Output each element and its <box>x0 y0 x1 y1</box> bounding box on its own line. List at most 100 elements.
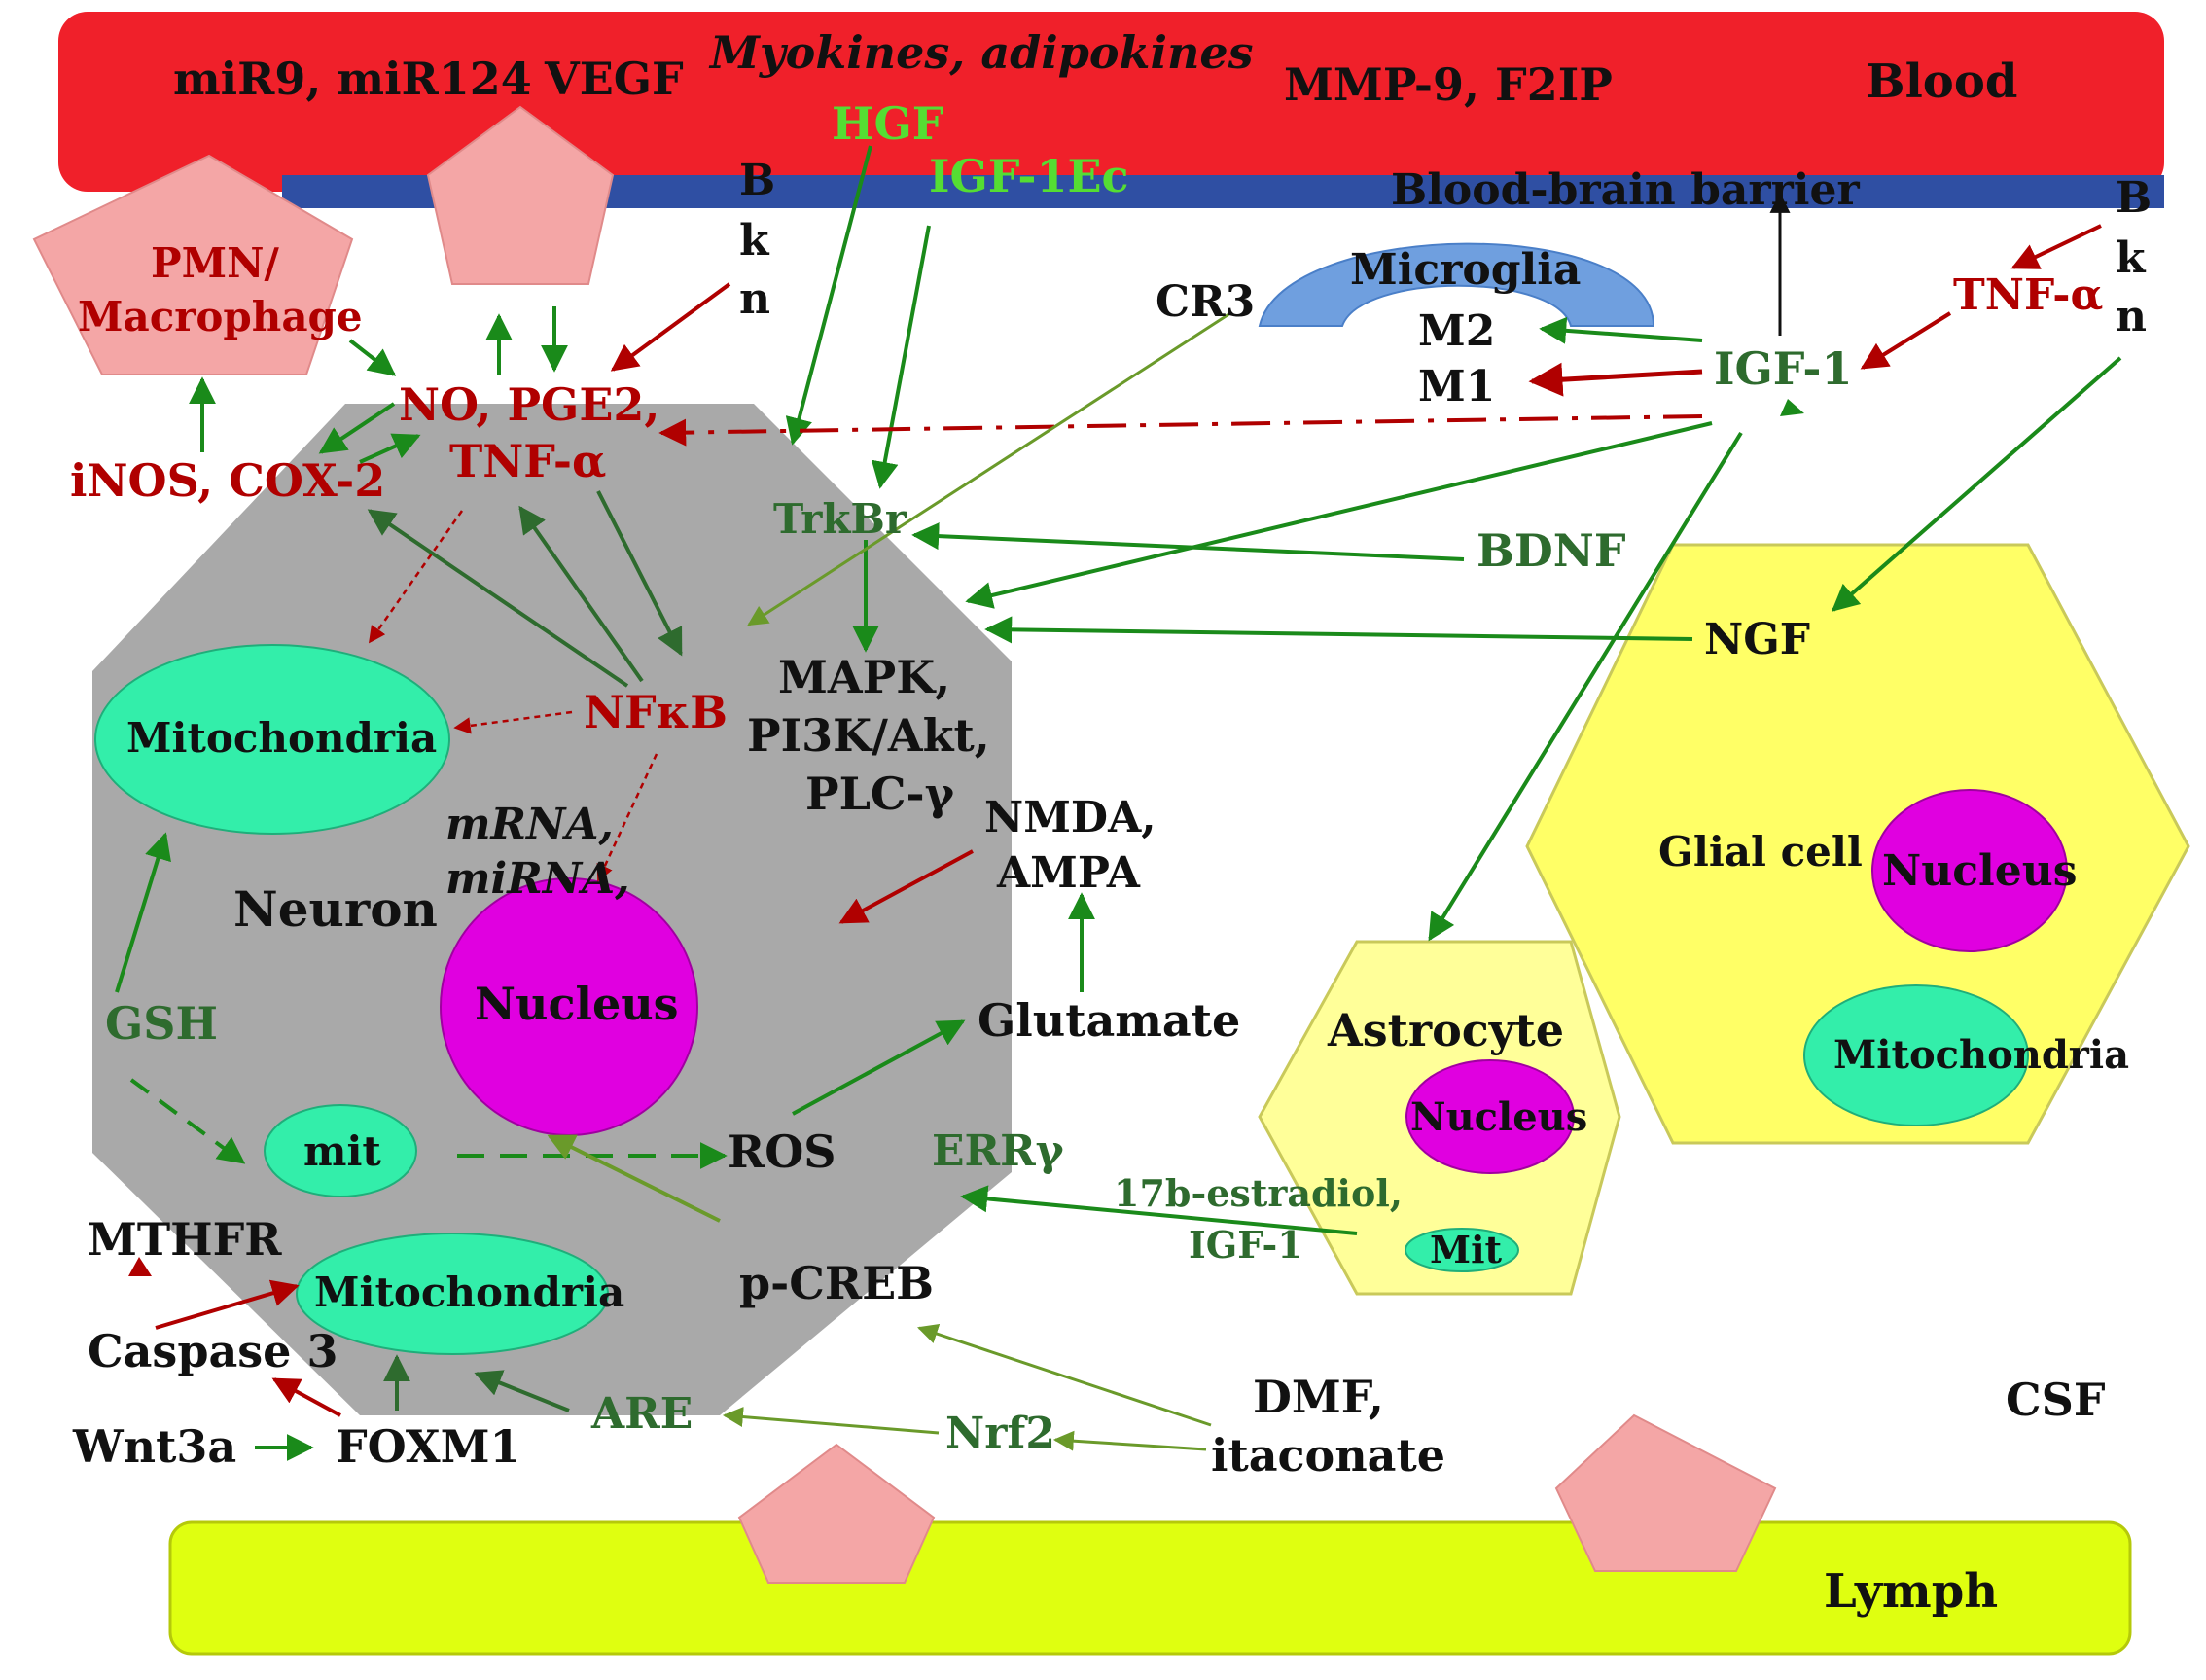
label-mapk: MAPK, <box>778 651 950 703</box>
label-neuron: Neuron <box>233 880 438 938</box>
arrow-hgf-trkbr <box>785 145 872 446</box>
label-mirna: miRNA, <box>445 854 630 904</box>
label-nucleus: Nucleus <box>475 978 679 1030</box>
arrow-igf1-astrocyte <box>1428 431 1743 942</box>
arrow-inos-no <box>359 433 421 464</box>
arrow-gsh-mito <box>115 832 171 993</box>
arrow-nfkb-tnf <box>518 505 644 683</box>
label-errg: ERRγ <box>932 1126 1065 1176</box>
arrows-layer <box>115 145 2122 1461</box>
label-foxm1: FOXM1 <box>336 1420 521 1473</box>
arrow-dmf-pcreb <box>917 1324 1212 1427</box>
arrow-bkn-no <box>610 282 731 372</box>
label-pcreb: p-CREB <box>739 1257 934 1309</box>
label-bdnf: BDNF <box>1477 524 1626 577</box>
arrow-gsh-mit <box>129 1078 246 1164</box>
label-mthfr: MTHFR <box>88 1213 282 1266</box>
label-macrophage: Macrophage <box>78 293 363 340</box>
arrow-igf1-m2 <box>1539 316 1703 344</box>
label-bbb: Blood-brain barrier <box>1391 165 1860 215</box>
glial-nucleus <box>1871 789 2068 952</box>
label-glutamate: Glutamate <box>978 994 1240 1047</box>
glial-cell <box>1525 543 2190 1145</box>
label-trkbr: TrkBr <box>773 495 907 543</box>
label-blood: Blood <box>1866 54 2017 109</box>
arrow-tnf-igf1 <box>1860 311 1952 370</box>
label-nmda: NMDA, <box>984 793 1156 842</box>
blood-pentagon <box>426 105 615 285</box>
arrow-ros-glutamate <box>792 1019 966 1116</box>
glial-mitochondria <box>1803 984 2029 1126</box>
arrowhead-mthfr <box>128 1257 152 1276</box>
label-pi3k: PI3K/Akt, <box>747 709 990 762</box>
arrow-are-mito <box>474 1370 570 1412</box>
bkn-left-b: B <box>739 156 775 205</box>
label-nfkb: NFκB <box>584 686 728 738</box>
label-hgf: HGF <box>832 97 944 150</box>
lymph-pentagon-right <box>1554 1413 1777 1572</box>
label-astro-mit: Mit <box>1430 1228 1502 1271</box>
arrow-igf1-m1 <box>1528 362 1703 397</box>
label-cr3: CR3 <box>1156 277 1255 327</box>
label-mrna: mRNA, <box>445 800 614 849</box>
label-glial-mito: Mitochondria <box>1833 1032 2129 1078</box>
bkn-right-k: k <box>2116 233 2147 283</box>
arrow-foxm1-caspase <box>271 1377 341 1417</box>
label-vegf: VEGF <box>544 53 684 105</box>
microglia-cell <box>1258 242 1655 327</box>
arrow-pcreb-nucleus <box>547 1134 721 1223</box>
label-nrf2: Nrf2 <box>945 1409 1055 1458</box>
label-myokines: Myokines, adipokines <box>708 26 1254 79</box>
label-no-pge2: NO, PGE2, <box>399 378 659 431</box>
label-microglia: Microglia <box>1350 245 1581 295</box>
arrow-nfkb-nucleus <box>596 753 658 882</box>
bkn-left-n: n <box>739 274 770 324</box>
label-itaconate: itaconate <box>1211 1429 1445 1482</box>
label-igf1: IGF-1 <box>1714 342 1853 395</box>
label-ampa: AMPA <box>996 848 1141 898</box>
arrow-nrf2-are <box>722 1407 940 1435</box>
bkn-right-b: B <box>2116 173 2152 223</box>
blood-compartment <box>58 12 2164 192</box>
label-astro-igf1: IGF-1 <box>1189 1223 1303 1267</box>
bkn-left-k: k <box>739 216 770 266</box>
arrow-pmn-no <box>348 339 397 376</box>
arrow-tnf-mito <box>368 510 464 644</box>
label-glial-nucleus: Nucleus <box>1882 846 2077 896</box>
arrow-tnf-nfkb <box>596 490 683 657</box>
arrow-dmf-nrf2 <box>1052 1430 1207 1451</box>
label-mit: mit <box>303 1127 381 1175</box>
arrow-igf1-no <box>658 414 1703 447</box>
arrow-nmda-neuron <box>838 849 974 924</box>
arrow-caspase-mito <box>155 1279 300 1330</box>
label-tnf-right: TNF-α <box>1953 270 2103 320</box>
label-mito-top: Mitochondria <box>126 714 437 762</box>
label-pmn: PMN/ <box>151 239 279 287</box>
label-ngf: NGF <box>1704 615 1810 664</box>
label-ros: ROS <box>728 1126 836 1178</box>
label-inos: iNOS, COX-2 <box>70 454 385 507</box>
astrocyte-mit <box>1405 1228 1519 1272</box>
label-estradiol: 17b-estradiol, <box>1114 1171 1403 1215</box>
arrow-nfkb-inos <box>367 509 629 688</box>
label-are: ARE <box>590 1389 693 1439</box>
label-plc: PLC-γ <box>805 768 955 820</box>
label-gsh: GSH <box>105 997 218 1050</box>
label-astro-nucleus: Nucleus <box>1410 1094 1587 1140</box>
arrow-no-inos <box>318 402 396 454</box>
arrow-igf1ec-trkbr <box>871 225 931 489</box>
label-mito-bottom: Mitochondria <box>314 1269 624 1316</box>
astrocyte-nucleus <box>1405 1059 1575 1174</box>
neuron-mit-small <box>264 1104 417 1197</box>
arrow-bkn-ngf <box>1831 356 2122 612</box>
arrow-cr3-neuron <box>747 311 1231 626</box>
arrowhead-igf1 <box>1780 399 1804 416</box>
label-mmp: MMP-9, F2IP <box>1284 58 1613 111</box>
label-dmf: DMF, <box>1253 1371 1384 1423</box>
arrow-astro-errg <box>960 1185 1358 1235</box>
arrow-igf1-neuron <box>965 421 1713 609</box>
label-m1: M1 <box>1418 362 1495 411</box>
label-mir: miR9, miR124 <box>173 53 532 105</box>
